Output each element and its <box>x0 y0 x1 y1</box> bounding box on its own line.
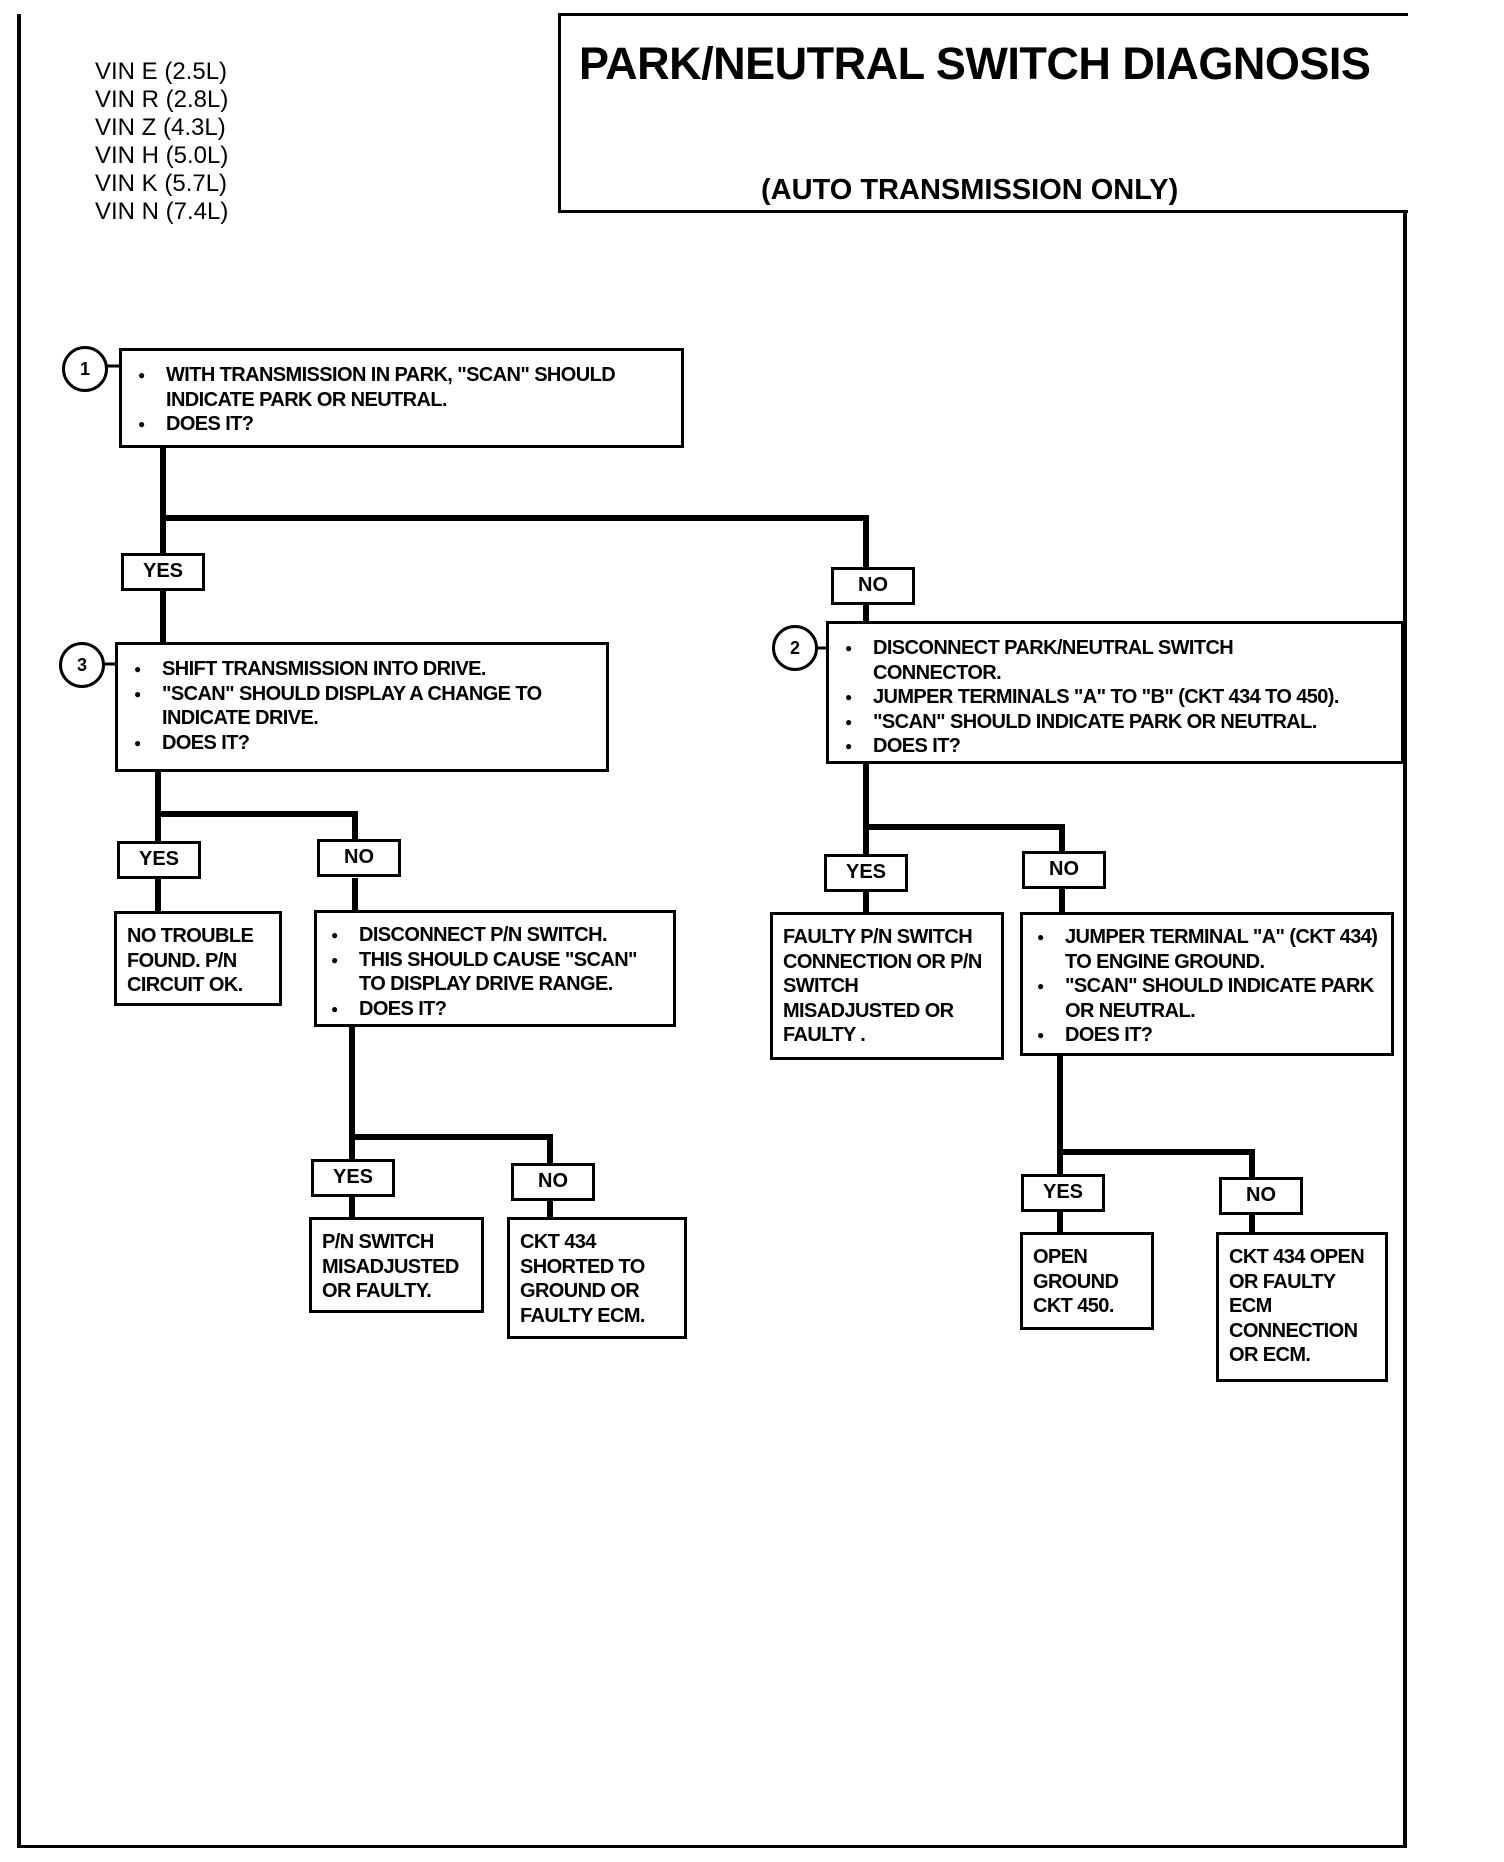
vin-item: VIN Z (4.3L) <box>95 114 226 141</box>
step3-no-line-3: DOES IT? <box>325 997 667 1022</box>
result-pn-misadjusted-text: P/N SWITCH MISADJUSTED OR FAULTY. <box>322 1231 459 1302</box>
step1-box: WITH TRANSMISSION IN PARK, "SCAN" SHOULD… <box>119 348 684 448</box>
step2-line-2: JUMPER TERMINALS "A" TO "B" (CKT 434 TO … <box>839 685 1393 710</box>
step3-line-1: SHIFT TRANSMISSION INTO DRIVE. <box>128 657 598 682</box>
yes-label: YES <box>121 553 205 591</box>
no-label: NO <box>317 839 401 877</box>
yes-label: YES <box>117 841 201 879</box>
no-label: NO <box>1219 1177 1303 1215</box>
step3-box: SHIFT TRANSMISSION INTO DRIVE. "SCAN" SH… <box>115 642 609 772</box>
step3-no-box: DISCONNECT P/N SWITCH. THIS SHOULD CAUSE… <box>314 910 676 1027</box>
result-pn-misadjusted: P/N SWITCH MISADJUSTED OR FAULTY. <box>309 1217 484 1313</box>
vin-item: VIN K (5.7L) <box>95 170 228 197</box>
result-no-trouble: NO TROUBLE FOUND. P/N CIRCUIT OK. <box>114 911 282 1006</box>
yes-label: YES <box>311 1159 395 1197</box>
step-number-3: 3 <box>59 642 105 688</box>
step1-line-2: DOES IT? <box>132 412 673 437</box>
title-box: PARK/NEUTRAL SWITCH DIAGNOSIS (AUTO TRAN… <box>558 13 1408 213</box>
result-no-trouble-text: NO TROUBLE FOUND. P/N CIRCUIT OK. <box>127 925 254 996</box>
vin-item: VIN N (7.4L) <box>95 198 229 225</box>
step3-line-2: "SCAN" SHOULD DISPLAY A CHANGE TO INDICA… <box>128 682 592 731</box>
step2-no-box: JUMPER TERMINAL "A" (CKT 434) TO ENGINE … <box>1020 912 1394 1056</box>
step2-no-line-1: JUMPER TERMINAL "A" (CKT 434) TO ENGINE … <box>1031 925 1385 974</box>
yes-label: YES <box>1021 1174 1105 1212</box>
page-subtitle: (AUTO TRANSMISSION ONLY) <box>761 174 1179 206</box>
connector-step3 <box>155 767 358 846</box>
page-border <box>17 14 1407 1848</box>
result-ckt434-open: CKT 434 OPEN OR FAULTY ECM CONNECTION OR… <box>1216 1232 1388 1382</box>
result-open-ground: OPEN GROUND CKT 450. <box>1020 1232 1154 1330</box>
vin-item: VIN R (2.8L) <box>95 86 229 113</box>
yes-label: YES <box>824 854 908 892</box>
result-ckt434-shorted: CKT 434 SHORTED TO GROUND OR FAULTY ECM. <box>507 1217 687 1339</box>
connector-step1 <box>160 443 869 573</box>
no-label: NO <box>1022 851 1106 889</box>
step2-line-1: DISCONNECT PARK/NEUTRAL SWITCH CONNECTOR… <box>839 636 1273 685</box>
result-faulty-connection: FAULTY P/N SWITCH CONNECTION OR P/N SWIT… <box>770 912 1004 1060</box>
step3-no-line-1: DISCONNECT P/N SWITCH. <box>325 923 667 948</box>
step1-line-1: WITH TRANSMISSION IN PARK, "SCAN" SHOULD… <box>132 363 666 412</box>
vin-item: VIN E (2.5L) <box>95 58 228 85</box>
vin-item: VIN H (5.0L) <box>95 142 229 169</box>
connector-step2no <box>1057 1051 1255 1180</box>
step2-line-4: DOES IT? <box>839 734 1393 759</box>
step-number-2: 2 <box>772 625 818 671</box>
step2-no-line-3: DOES IT? <box>1031 1023 1385 1048</box>
result-ckt434-shorted-text: CKT 434 SHORTED TO GROUND OR FAULTY ECM. <box>520 1231 645 1327</box>
step2-no-line-2: "SCAN" SHOULD INDICATE PARK OR NEUTRAL. <box>1031 974 1385 1023</box>
page-title: PARK/NEUTRAL SWITCH DIAGNOSIS <box>579 38 1371 89</box>
step2-line-3: "SCAN" SHOULD INDICATE PARK OR NEUTRAL. <box>839 710 1393 735</box>
result-faulty-connection-text: FAULTY P/N SWITCH CONNECTION OR P/N SWIT… <box>783 926 982 1046</box>
connector-step2 <box>863 759 1065 855</box>
no-label: NO <box>511 1163 595 1201</box>
step-number-1: 1 <box>62 346 108 392</box>
vin-list: VIN E (2.5L) VIN R (2.8L) VIN Z (4.3L) V… <box>95 58 228 226</box>
step3-no-line-2: THIS SHOULD CAUSE "SCAN" TO DISPLAY DRIV… <box>325 948 664 997</box>
connector-step3no <box>349 1022 553 1166</box>
result-open-ground-text: OPEN GROUND CKT 450. <box>1033 1246 1119 1317</box>
step2-box: DISCONNECT PARK/NEUTRAL SWITCH CONNECTOR… <box>826 621 1404 764</box>
result-ckt434-open-text: CKT 434 OPEN OR FAULTY ECM CONNECTION OR… <box>1229 1246 1365 1366</box>
step3-line-3: DOES IT? <box>128 731 598 756</box>
no-label: NO <box>831 567 915 605</box>
